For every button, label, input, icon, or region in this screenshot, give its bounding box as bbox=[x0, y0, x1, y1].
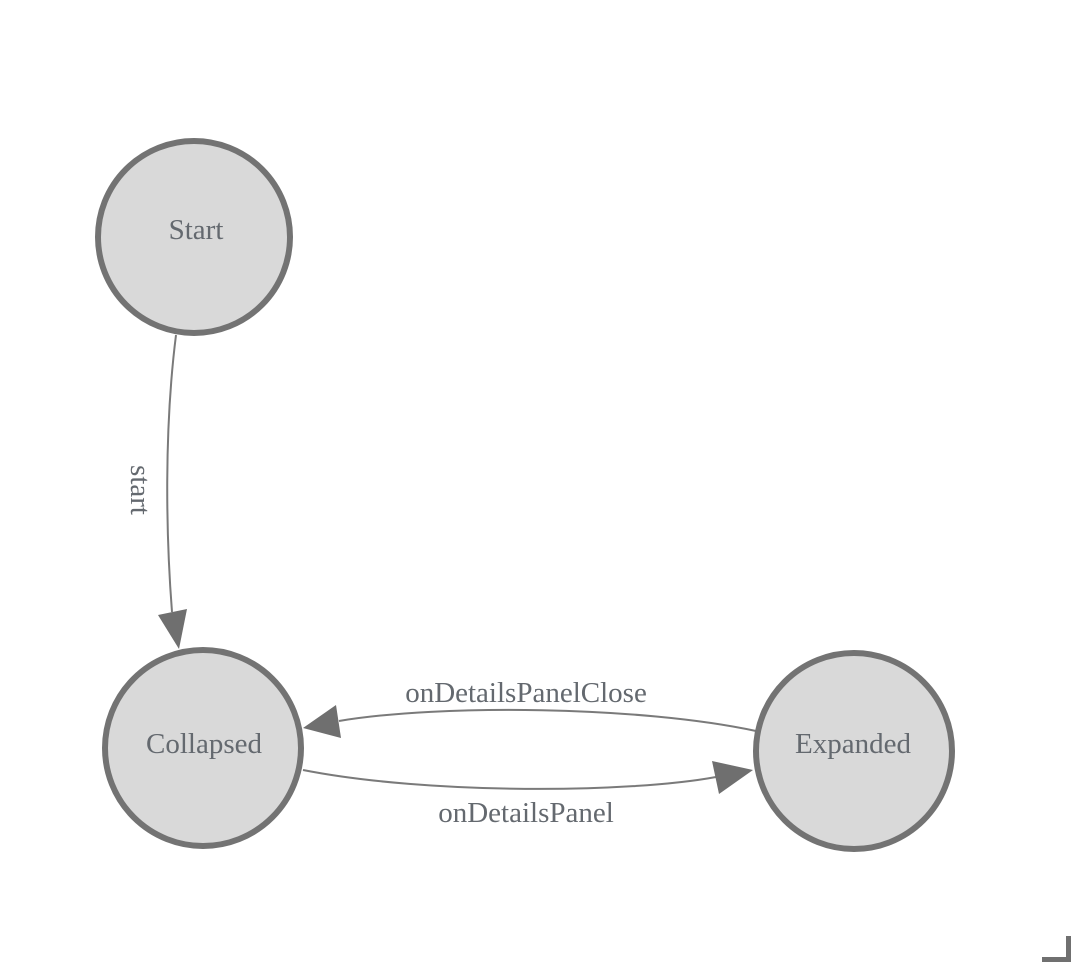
transition-label: onDetailsPanel bbox=[438, 797, 614, 829]
state-node-start[interactable]: Start bbox=[95, 138, 293, 336]
transition-start[interactable]: start bbox=[124, 334, 187, 649]
edges-layer: start onDetailsPanelClose onDetailsPanel bbox=[124, 334, 757, 829]
transition-curve bbox=[302, 769, 717, 790]
transition-curve bbox=[338, 708, 757, 732]
arrowhead-icon bbox=[303, 705, 341, 738]
arrowhead-icon bbox=[712, 761, 753, 794]
transition-label: onDetailsPanelClose bbox=[405, 677, 647, 709]
state-node-expanded[interactable]: Expanded bbox=[753, 650, 955, 852]
transition-onDetailsPanelClose[interactable]: onDetailsPanelClose bbox=[303, 677, 757, 738]
arrowhead-icon bbox=[158, 609, 187, 649]
state-label: Start bbox=[169, 214, 224, 246]
state-circle bbox=[753, 650, 955, 852]
transition-label: start bbox=[124, 465, 156, 515]
state-circle bbox=[95, 138, 293, 336]
state-node-collapsed[interactable]: Collapsed bbox=[102, 647, 304, 849]
state-label: Collapsed bbox=[146, 728, 262, 760]
transition-onDetailsPanel[interactable]: onDetailsPanel bbox=[302, 761, 753, 829]
viewport-corner-mark bbox=[1042, 936, 1071, 962]
transition-curve bbox=[166, 334, 177, 613]
overlay-layer bbox=[1042, 936, 1071, 962]
state-label: Expanded bbox=[795, 728, 911, 760]
state-circle bbox=[102, 647, 304, 849]
